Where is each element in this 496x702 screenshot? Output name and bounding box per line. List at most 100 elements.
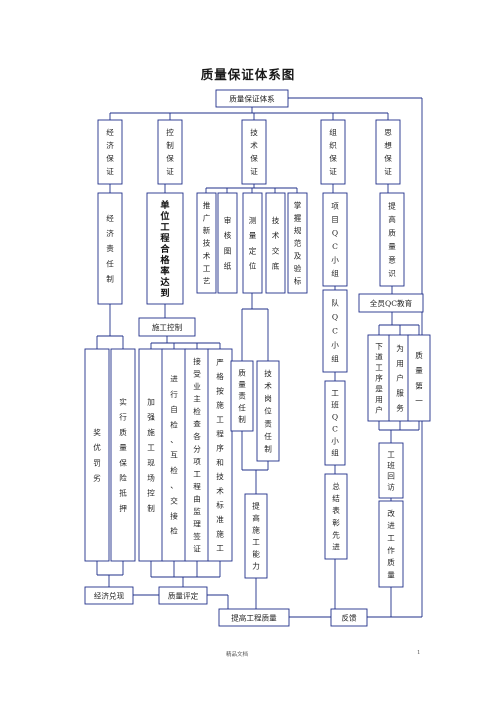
box-label: 经济责任制: [106, 213, 114, 284]
box-q_eval: 质量评定: [158, 586, 208, 605]
box-idea_raise: 提高质量意识: [379, 192, 405, 287]
box-tech_measure: 测量定位: [242, 192, 263, 294]
box-label: 经济兑现: [94, 591, 125, 601]
box-econ_reward: 奖优罚劣: [84, 348, 110, 562]
box-sum_praise: 总结表彰先进: [324, 473, 348, 560]
box-frame: [217, 192, 238, 294]
box-label: 质量保证体系: [229, 94, 275, 104]
box-tech_review: 审核图纸: [217, 192, 238, 294]
box-label: 为用户服务: [396, 343, 404, 412]
box-label: 反馈: [341, 613, 357, 623]
box-frame: [97, 119, 123, 185]
diagram-title: 质量保证体系图: [200, 67, 296, 82]
box-frame: [196, 192, 217, 294]
box-frame: [230, 360, 254, 432]
box-frame: [146, 192, 184, 305]
box-frame: [157, 119, 183, 185]
page-footer: 精品文档 1: [0, 650, 496, 664]
box-label: 思想保证: [384, 128, 392, 176]
box-label: 接受业主检查各分项工程由监理签证: [193, 356, 201, 554]
box-label: 审核图纸: [224, 215, 232, 271]
box-frame: [378, 500, 404, 588]
box-label: 施工控制: [152, 322, 183, 332]
box-qc_edu: 全员QC教育: [358, 293, 424, 313]
box-frame: [265, 192, 286, 294]
box-label: 推广新技术工艺: [203, 200, 211, 286]
box-frame: [97, 192, 123, 305]
box-tech_post: 技术岗位责任制: [256, 360, 280, 462]
box-raise_quality: 提高工程质量: [218, 608, 290, 627]
box-label: 单位工程合格率达到: [160, 199, 170, 299]
box-frame: [324, 380, 346, 466]
box-label: 测量定位: [249, 216, 257, 271]
box-frame: [241, 119, 267, 185]
box-tech_handover: 技术交底: [265, 192, 286, 294]
box-cat_econ: 经济保证: [97, 119, 123, 185]
box-ctrl_site: 施工控制: [138, 317, 196, 337]
box-label: 提高施工能力: [252, 501, 260, 571]
box-frame: [322, 289, 348, 373]
box-cat_ctrl: 控制保证: [157, 119, 183, 185]
page-number: 1: [417, 650, 421, 656]
box-ctrl_accept: 接受业主检查各分项工程由监理签证: [184, 348, 210, 562]
box-frame: [375, 119, 401, 185]
box-frame: [322, 192, 348, 287]
box-ctrl_strict: 严格按施工程序和技术标准施工: [207, 348, 233, 562]
box-frame: [84, 348, 110, 562]
box-label: 进行自检、互检、交接检: [170, 375, 178, 536]
box-ctrl_strengthen: 加强施工现场控制: [138, 348, 164, 562]
box-ctrl_selfcheck: 进行自检、互检、交接检: [161, 348, 187, 562]
box-frame: [287, 192, 308, 294]
box-frame: [184, 348, 210, 562]
box-label: 技术交底: [272, 215, 280, 271]
box-frame: [84, 586, 134, 605]
box-frame: [324, 473, 348, 560]
box-frame: [215, 89, 289, 108]
box-label: 经济保证: [106, 127, 114, 176]
box-tech_master: 掌握规范及验标: [287, 192, 308, 294]
box-unit_target: 单位工程合格率达到: [146, 192, 184, 305]
box-tech_promote: 推广新技术工艺: [196, 192, 217, 294]
box-market_serve: 下道工序是用户: [367, 334, 391, 422]
box-econ_guarantee: 实行质量保险抵押: [110, 348, 136, 562]
box-frame: [320, 119, 346, 185]
box-econ_fulfil: 经济兑现: [84, 586, 134, 605]
box-frame: [218, 608, 290, 627]
box-label: 质量第一: [415, 350, 423, 406]
box-improve: 改进工作质量: [378, 500, 404, 588]
box-cat_idea: 思想保证: [375, 119, 401, 185]
box-label: 掌握规范及验标: [294, 200, 302, 286]
box-feedback: 反馈: [330, 608, 368, 627]
box-label: 加强施工现场控制: [147, 397, 155, 513]
box-frame: [161, 348, 187, 562]
box-frame: [379, 192, 405, 287]
box-label: 控制保证: [166, 127, 174, 176]
box-frame: [158, 586, 208, 605]
box-frame: [138, 348, 164, 562]
box-label: 质量责任制: [238, 368, 246, 424]
box-tech_qresp: 质量责任制: [230, 360, 254, 432]
box-label: 提高工程质量: [231, 613, 277, 623]
box-frame: [138, 317, 196, 337]
box-frame: [110, 348, 136, 562]
footer-text: 精品文档: [226, 652, 249, 658]
box-label: 严格按施工程序和技术标准施工: [216, 358, 224, 553]
box-label: 实行质量保险抵押: [119, 397, 127, 513]
box-frame: [407, 334, 431, 422]
box-frame: [244, 493, 268, 579]
box-label: 奖优罚劣: [93, 427, 101, 483]
box-label: 组织保证: [329, 127, 337, 176]
box-label: 全员QC教育: [370, 298, 413, 308]
box-frame: [207, 348, 233, 562]
box-label: 技术保证: [250, 127, 258, 176]
box-team_prev: 工班回访: [378, 442, 404, 499]
box-root: 质量保证体系: [215, 89, 289, 108]
box-label: 下道工序是用户: [375, 342, 383, 415]
